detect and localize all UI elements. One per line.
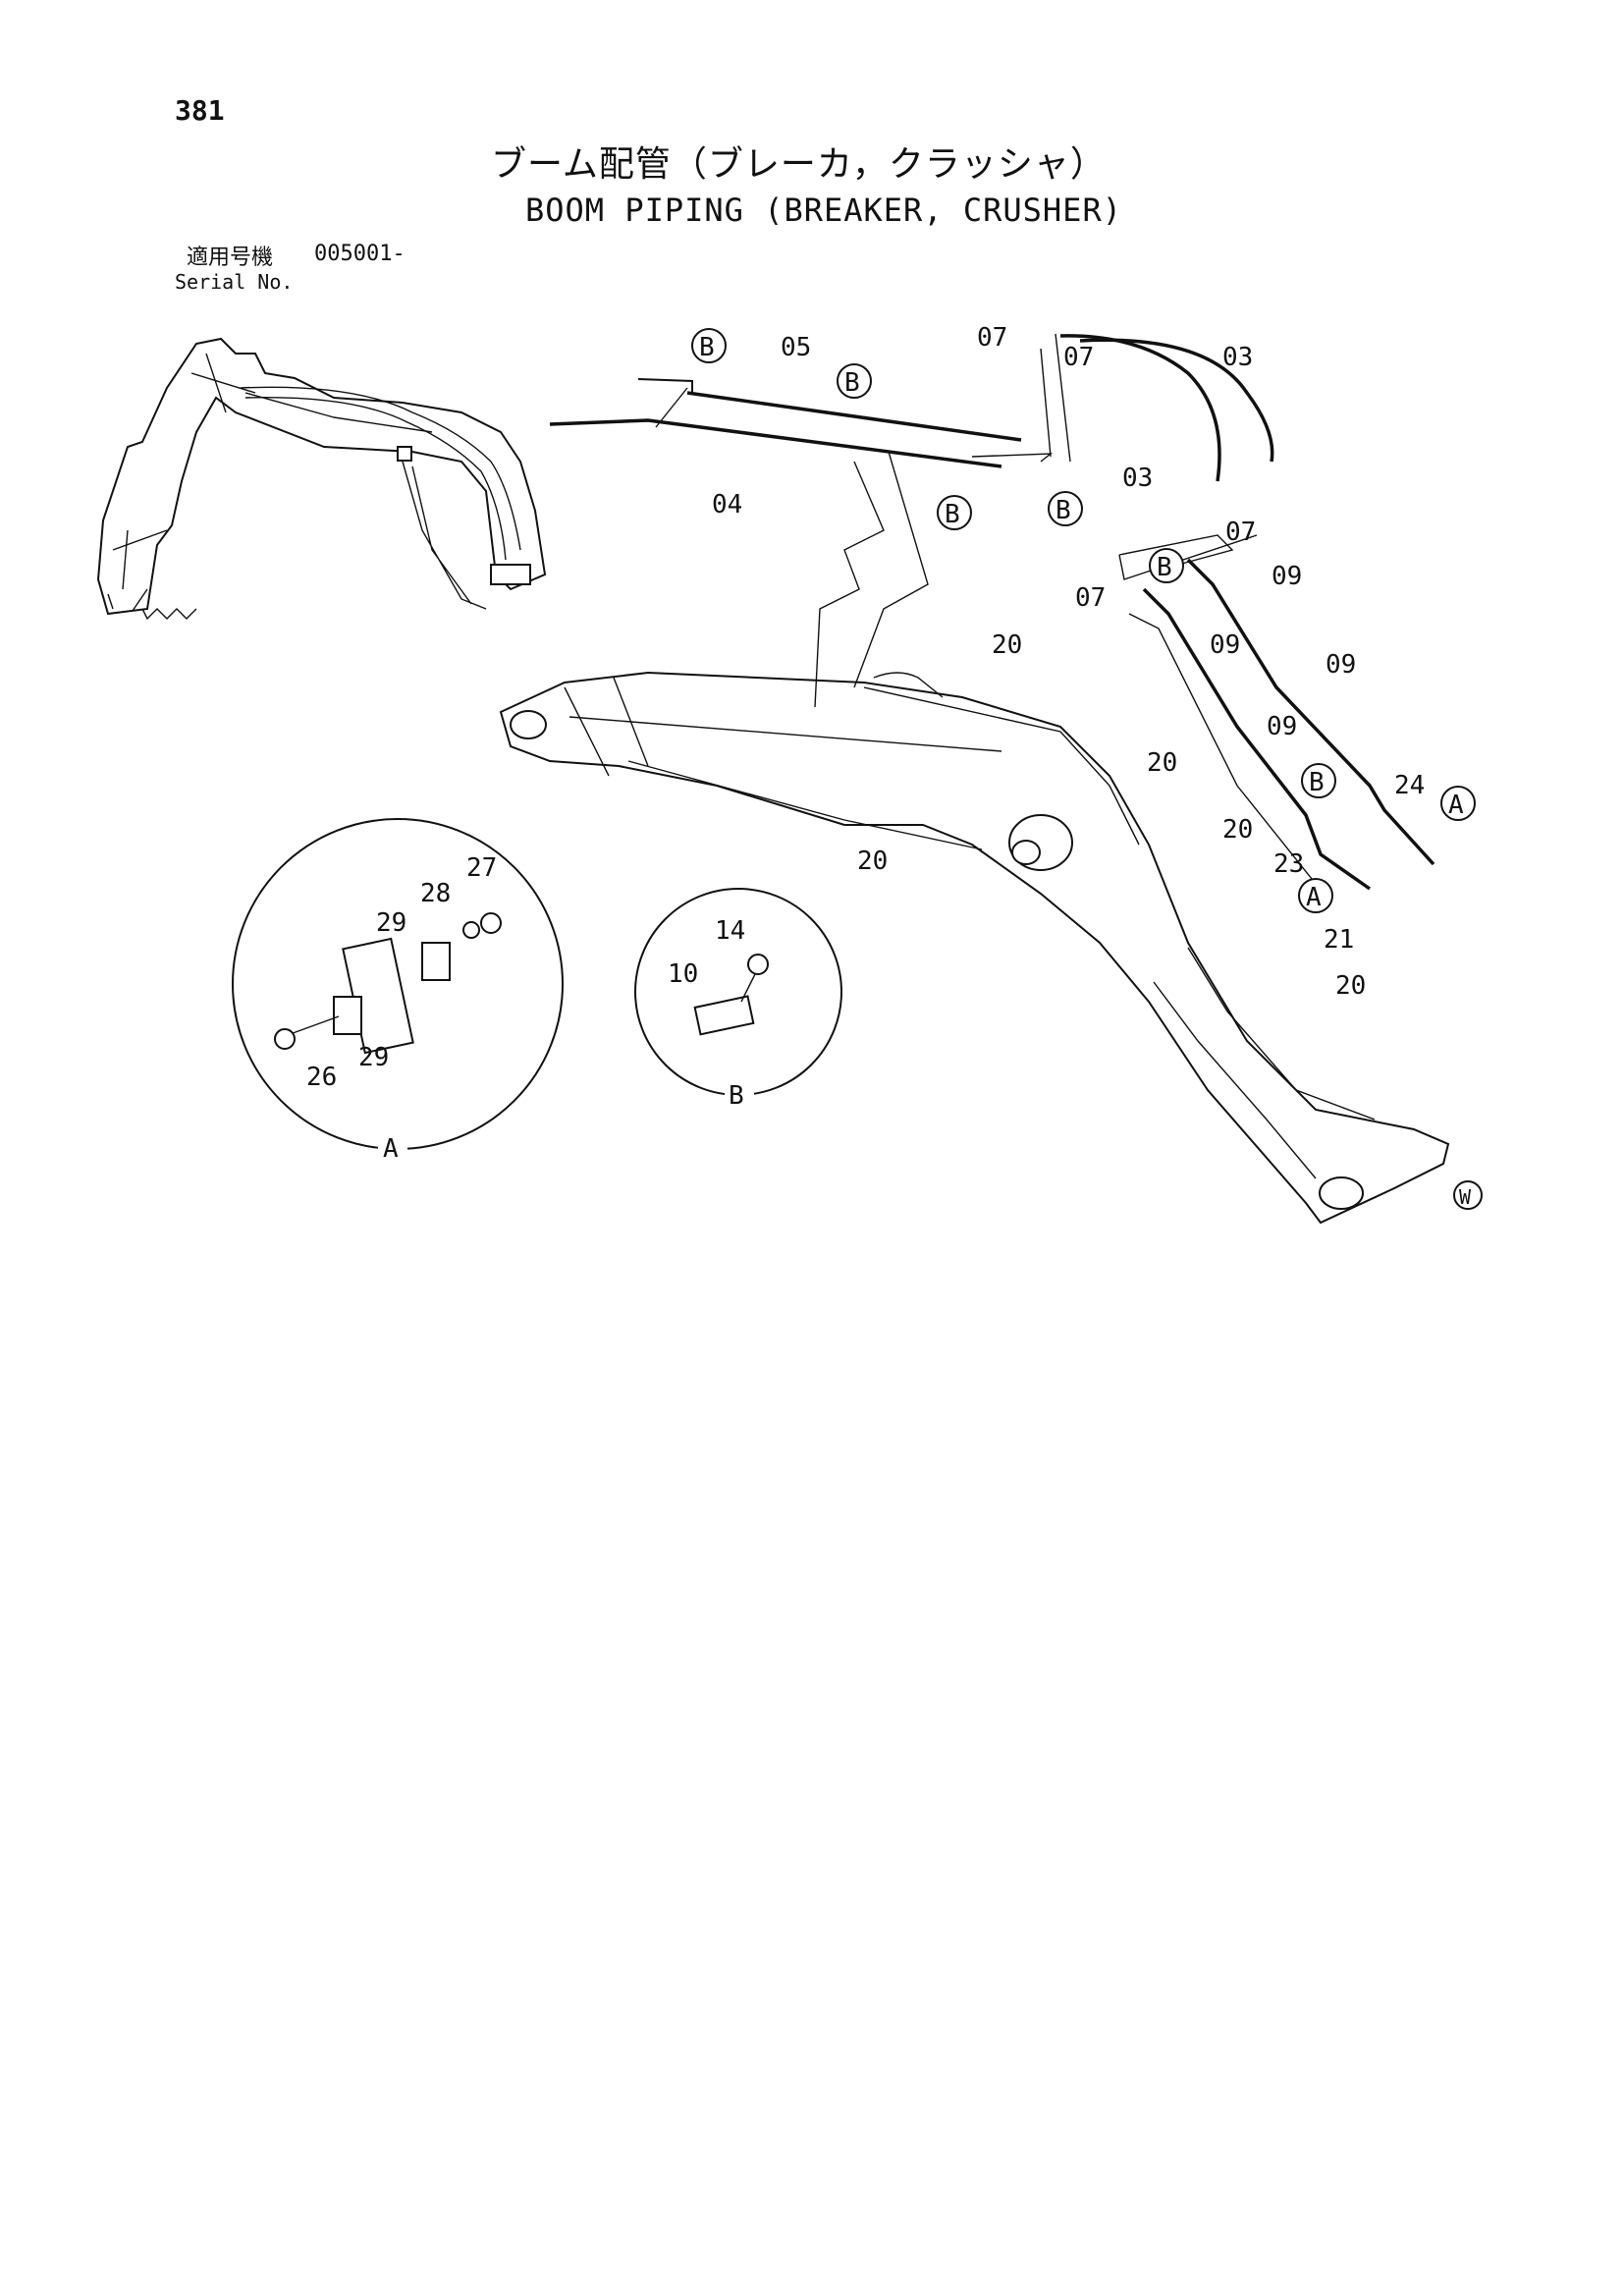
callout-03-upper: 03 (1222, 343, 1253, 372)
svg-text:B: B (1309, 768, 1325, 797)
pipes-right-assembly (1118, 534, 1435, 891)
callout-27: 27 (466, 853, 497, 883)
callout-24: 24 (1394, 771, 1425, 800)
callout-26: 26 (306, 1063, 337, 1092)
marker-b-5: B (1149, 548, 1184, 583)
callout-20-top: 20 (992, 630, 1022, 660)
title-english: BOOM PIPING (BREAKER, CRUSHER) (525, 191, 1122, 229)
callout-09-a: 09 (1272, 562, 1302, 591)
svg-text:B: B (1056, 496, 1071, 525)
detail-b-circle (634, 888, 842, 1096)
callout-10: 10 (668, 959, 698, 989)
marker-b-4: B (1048, 491, 1083, 526)
callout-23: 23 (1273, 849, 1304, 879)
boom-structure (499, 671, 1450, 1225)
callout-07-top-right: 07 (1063, 343, 1094, 372)
callout-29-lower: 29 (358, 1043, 389, 1072)
callout-09-d: 09 (1267, 712, 1297, 741)
callout-09-b: 09 (1210, 630, 1240, 660)
serial-number: 005001- (314, 242, 406, 266)
callout-20-right: 20 (1222, 815, 1253, 845)
svg-text:B: B (699, 333, 715, 362)
callout-21: 21 (1324, 925, 1354, 955)
callout-07-left: 07 (1075, 583, 1106, 613)
marker-a-1: A (1440, 786, 1476, 821)
svg-text:B: B (1157, 553, 1172, 582)
callout-20-mid: 20 (1147, 748, 1177, 778)
callout-05: 05 (781, 333, 811, 362)
callout-28: 28 (420, 879, 451, 908)
serial-label-japanese: 適用号機 (187, 246, 274, 270)
excavator-overview-illustration (96, 337, 547, 621)
detail-b-label: B (729, 1081, 744, 1111)
callout-04: 04 (712, 490, 742, 519)
svg-text:B: B (844, 368, 860, 398)
callout-29-upper: 29 (376, 908, 406, 938)
svg-text:A: A (1448, 791, 1464, 820)
title-japanese: ブーム配管（ブレーカ，クラッシャ） (491, 144, 1107, 185)
svg-text:W: W (1459, 1185, 1472, 1209)
callout-09-c: 09 (1326, 650, 1356, 680)
svg-text:B: B (945, 500, 960, 529)
svg-text:A: A (1306, 883, 1322, 912)
serial-label-english: Serial No. (175, 270, 294, 294)
marker-b-1: B (691, 328, 727, 363)
detail-a-circle (232, 818, 564, 1150)
page-number: 381 (175, 94, 225, 127)
marker-b-6: B (1301, 763, 1336, 798)
marker-w: W (1453, 1180, 1483, 1210)
callout-20-lower-right: 20 (1335, 971, 1366, 1001)
hoses-03 (1040, 333, 1274, 482)
leader-lines (814, 451, 1258, 708)
marker-b-3: B (937, 495, 972, 530)
callout-07-mid: 07 (1225, 518, 1256, 547)
callout-20-bottom: 20 (857, 847, 888, 876)
marker-a-2: A (1298, 878, 1333, 913)
marker-b-2: B (837, 363, 872, 399)
callout-14: 14 (715, 916, 745, 946)
detail-a-label: A (383, 1134, 399, 1164)
callout-07-top-left: 07 (977, 323, 1007, 353)
pipes-04-05 (549, 378, 1054, 468)
callout-03-lower: 03 (1122, 464, 1153, 493)
